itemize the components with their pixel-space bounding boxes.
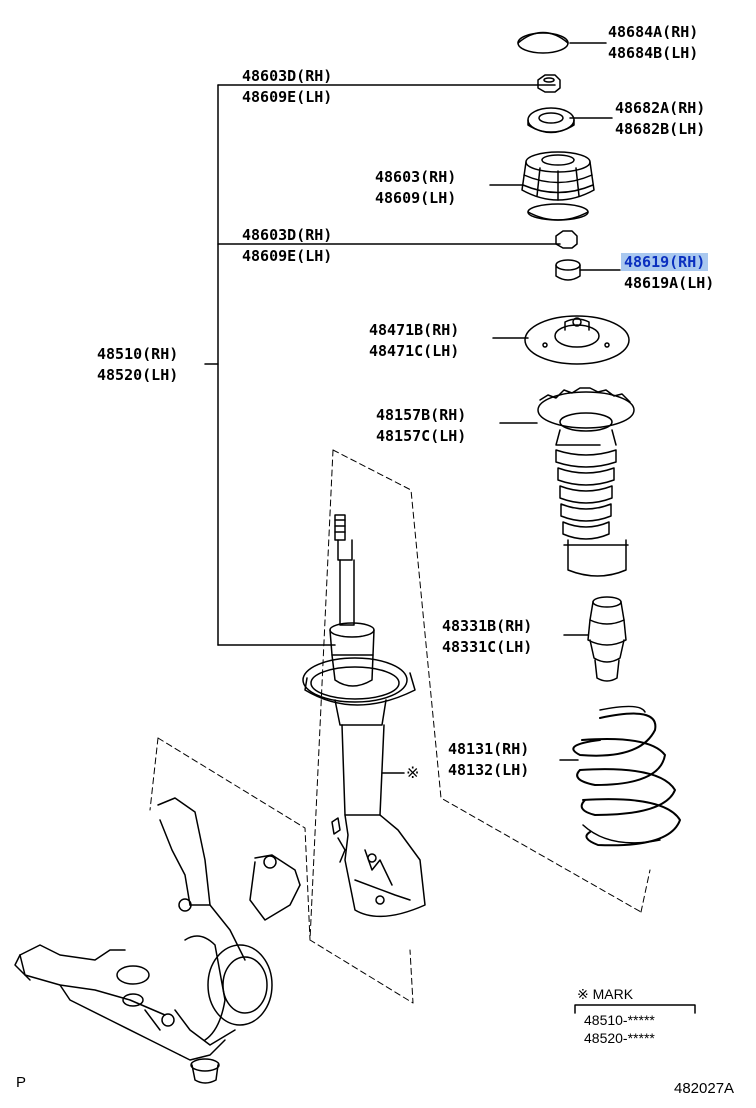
knuckle-group-boundary	[149, 737, 311, 941]
upper-seat-part	[527, 107, 575, 134]
part-number-rh: 48682A(RH)	[615, 99, 706, 117]
callout-nut-upper: 48603D(RH) 48609E(LH)	[242, 66, 332, 108]
leader-lines	[489, 42, 621, 761]
callout-dust-boot: 48157B(RH) 48157C(LH)	[376, 405, 466, 447]
part-number-lh: 48520(LH)	[97, 366, 179, 384]
callout-support: 48603(RH) 48609(LH)	[375, 167, 456, 209]
strut-group-boundary	[309, 449, 651, 1004]
part-number-lh: 48471C(LH)	[369, 342, 460, 360]
part-number-lh: 48619A(LH)	[624, 274, 715, 292]
assembly-bracket-lines	[204, 84, 561, 646]
mark-legend-title: ※ MARK	[577, 986, 634, 1002]
callout-coil-spring: 48131(RH) 48132(LH)	[448, 739, 529, 781]
mark-legend-row: 48520-*****	[584, 1030, 655, 1046]
part-number-rh: 48510(RH)	[97, 345, 179, 363]
part-number-rh-highlighted[interactable]: 48619(RH)	[621, 253, 709, 271]
part-number-rh: 48684A(RH)	[608, 23, 699, 41]
part-number-lh: 48609E(LH)	[242, 247, 333, 265]
lower-control-arm-part	[14, 944, 226, 1084]
part-number-lh: 48682B(LH)	[615, 120, 706, 138]
callout-upper-seat: 48682A(RH) 48682B(LH)	[615, 98, 705, 140]
mark-symbol: ※	[406, 765, 420, 782]
callout-bumper: 48331B(RH) 48331C(LH)	[442, 616, 532, 658]
dust-boot-part	[537, 387, 635, 577]
part-number-lh: 48331C(LH)	[442, 638, 533, 656]
part-number-rh: 48471B(RH)	[369, 321, 460, 339]
callout-bushing[interactable]: 48619(RH) 48619A(LH)	[621, 252, 715, 294]
shock-absorber-part	[302, 514, 426, 918]
upper-nut-part	[537, 74, 561, 93]
part-number-lh: 48157C(LH)	[376, 427, 467, 445]
footer-left-code: P	[16, 1074, 27, 1091]
callout-spring-seat: 48471B(RH) 48471C(LH)	[369, 320, 459, 362]
part-number-rh: 48157B(RH)	[376, 406, 467, 424]
mark-legend-row: 48510-*****	[584, 1012, 655, 1028]
bushing-part	[555, 259, 581, 281]
callout-upper-cap: 48684A(RH) 48684B(LH)	[608, 22, 698, 64]
bound-bumper-part	[587, 596, 627, 682]
part-number-lh: 48684B(LH)	[608, 44, 699, 62]
coil-spring-part	[572, 705, 681, 847]
suspension-support-part	[521, 151, 595, 221]
mark-legend: ※ MARK 48510-***** 48520-*****	[577, 985, 655, 1047]
callout-strut-assembly: 48510(RH) 48520(LH)	[97, 344, 178, 386]
part-number-lh: 48609(LH)	[375, 189, 457, 207]
part-number-lh: 48132(LH)	[448, 761, 530, 779]
callout-nut-lower: 48603D(RH) 48609E(LH)	[242, 225, 332, 267]
part-number-rh: 48603(RH)	[375, 168, 457, 186]
upper-cap-part	[517, 31, 569, 54]
diagram-reference-code: 482027A	[674, 1080, 735, 1097]
mark-legend-box	[574, 1004, 696, 1014]
part-number-lh: 48609E(LH)	[242, 88, 333, 106]
part-number-rh: 48331B(RH)	[442, 617, 533, 635]
part-number-rh: 48603D(RH)	[242, 226, 333, 244]
part-number-rh: 48603D(RH)	[242, 67, 333, 85]
lower-nut-part	[555, 230, 578, 249]
steering-knuckle-part	[157, 797, 301, 1046]
upper-spring-seat-part	[524, 315, 630, 365]
part-number-rh: 48131(RH)	[448, 740, 530, 758]
